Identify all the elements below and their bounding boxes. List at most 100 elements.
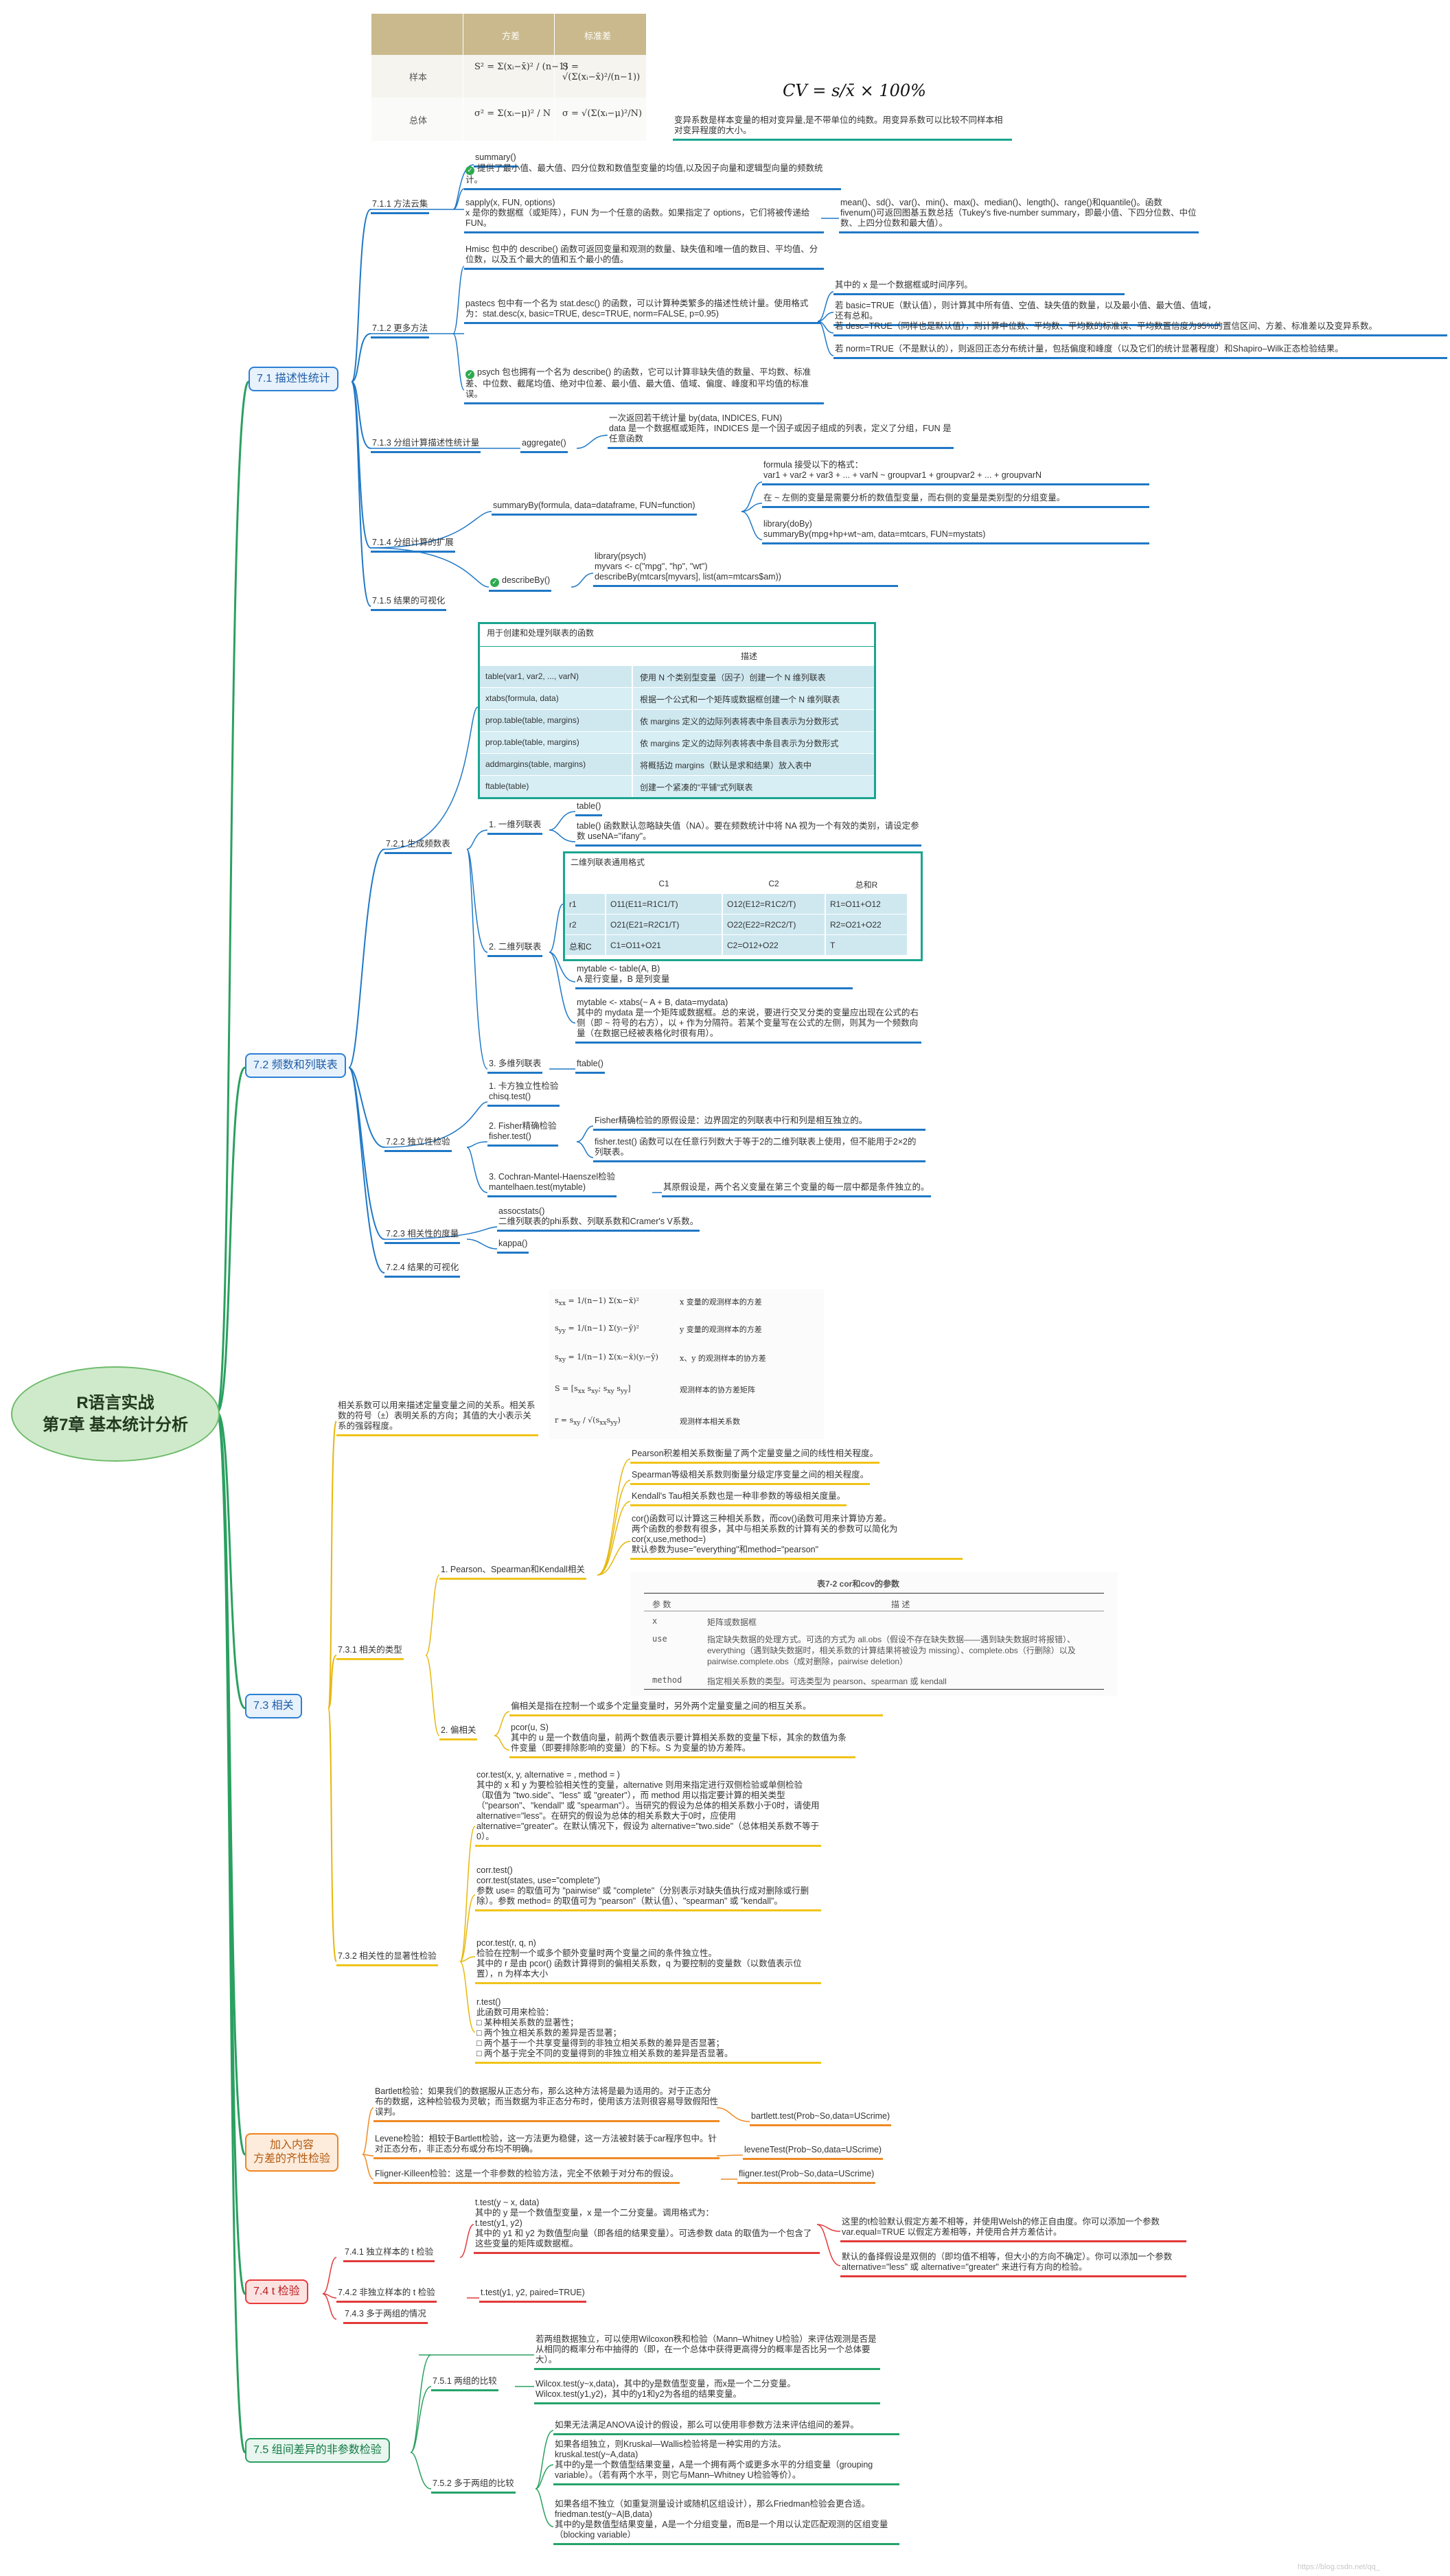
heading-7-1-1[interactable]: 7.1.1 方法云集 — [371, 199, 430, 214]
heading-pearson-spearman-kendall[interactable]: 1. Pearson、Spearman和Kendall相关 — [439, 1565, 586, 1580]
heading-2d-table[interactable]: 2. 二维列联表 — [487, 942, 543, 957]
node-cor-test: cor.test(x, y, alternative = , method = … — [475, 1770, 821, 1847]
cv-note: 变异系数是样本变量的相对变异量,是不带单位的纯数。用变异系数可以比较不同样本相对… — [673, 115, 1012, 141]
branch-homogeneity[interactable]: 加入内容 方差的齐性检验 — [245, 2133, 339, 2172]
args-method-desc: 指定相关系数的类型。可选类型为 pearson、spearman 或 kenda… — [707, 1677, 947, 1686]
heading-7-2-2[interactable]: 7.2.2 独立性检验 — [384, 1137, 452, 1152]
connector-line — [410, 2452, 432, 2489]
connector-line — [327, 1707, 337, 1962]
connector-line — [597, 1458, 631, 1576]
heading-7-1-4[interactable]: 7.1.4 分组计算的扩展 — [371, 538, 455, 553]
node-sapply[interactable]: sapply(x, FUN, options) x 是你的数据框（或矩阵），FU… — [464, 198, 824, 233]
node-stat-desc-x: 其中的 x 是一个数据框或时间序列。 — [833, 280, 1125, 295]
node-kruskal: 如果各组独立，则Kruskal—Wallis检验将是一种实用的方法。 krusk… — [553, 2439, 899, 2485]
twoway-cell: R1=O11+O12 — [826, 893, 908, 914]
root-node[interactable]: R语言实战 第7章 基本统计分析 — [11, 1366, 220, 1462]
connector-line — [741, 503, 763, 512]
node-kappa[interactable]: kappa() — [497, 1239, 529, 1254]
heading-7-1-3[interactable]: 7.1.3 分组计算描述性统计量 — [371, 438, 481, 453]
contingency-functions-table: 用于创建和处理列联表的函数 描述 table(var1, var2, ..., … — [478, 622, 876, 799]
check-icon: ✓ — [465, 166, 474, 175]
node-cor-cov: cor()函数可以计算这三种相关系数，而cov()函数可用来计算协方差。 两个函… — [630, 1514, 963, 1560]
heading-7-1-5[interactable]: 7.1.5 结果的可视化 — [371, 596, 447, 611]
node-fisher[interactable]: 2. Fisher精确检验 fisher.test() — [487, 1121, 558, 1147]
branch-7-4[interactable]: 7.4 t 检验 — [245, 2279, 308, 2304]
heading-partial-correlation[interactable]: 2. 偏相关 — [439, 1725, 478, 1740]
heading-7-2-4[interactable]: 7.2.4 结果的可视化 — [384, 1263, 461, 1278]
node-mytable: mytable <- table(A, B) A 是行变量，B 是列变量 — [575, 964, 853, 989]
branch-line — [351, 209, 371, 382]
args-use: use — [652, 1634, 667, 1644]
connector-line — [535, 2464, 554, 2489]
node-fligner: Fligner-Killeen检验：这是一个非参数的检验方法，完全不依赖于对分布… — [373, 2169, 680, 2184]
connector-line — [466, 1141, 488, 1148]
node-stat-desc[interactable]: pastecs 包中有一个名为 stat.desc() 的函数，可以计算种类繁多… — [464, 299, 820, 324]
branch-line — [348, 849, 385, 1068]
branch-7-2[interactable]: 7.2 频数和列联表 — [245, 1053, 346, 1078]
contingency-table-row: xtabs(formula, data)根据一个公式和一个矩阵或数据框创建一个 … — [480, 687, 874, 709]
contingency-table-function: addmargins(table, margins) — [480, 754, 633, 775]
heading-7-5-2[interactable]: 7.5.2 多于两组的比较 — [431, 2479, 516, 2494]
contingency-table-description: 依 margins 定义的边际列表将表中条目表示为分数形式 — [633, 710, 874, 731]
connector-line — [597, 1541, 631, 1576]
connector-line — [576, 435, 608, 449]
heading-7-1-2[interactable]: 7.1.2 更多方法 — [371, 323, 430, 338]
node-formula-sides: 在 ~ 左侧的变量是需要分析的数值型变量，而右侧的变量是类别型的分组变量。 — [762, 493, 1149, 508]
heading-7-2-3[interactable]: 7.2.3 相关性的度量 — [384, 1229, 461, 1244]
node-aggregate[interactable]: aggregate() — [520, 438, 568, 453]
heading-7-3-1[interactable]: 7.3.1 相关的类型 — [336, 1645, 404, 1660]
node-spearman: Spearman等级相关系数则衡量分级定序变量之间的相关程度。 — [630, 1470, 871, 1485]
heading-nd-table[interactable]: 3. 多维列联表 — [487, 1059, 543, 1074]
heading-7-4-3[interactable]: 7.4.3 多于两组的情况 — [343, 2309, 428, 2324]
node-chisq[interactable]: 1. 卡方独立性检验 chisq.test() — [487, 1081, 560, 1107]
heading-7-4-1[interactable]: 7.4.1 独立样本的 t 检验 — [343, 2247, 435, 2262]
node-summaryby[interactable]: summaryBy(formula, data=dataframe, FUN=f… — [492, 501, 697, 516]
branch-7-3[interactable]: 7.3 相关 — [245, 1694, 302, 1718]
connector-line — [494, 1735, 510, 1751]
node-stat-desc-norm: 若 norm=TRUE（不是默认的），则返回正态分布统计量，包括偏度和峰度（以及… — [833, 344, 1447, 359]
branch-line — [351, 381, 371, 607]
heading-7-3-2[interactable]: 7.3.2 相关性的显著性检验 — [336, 1951, 438, 1966]
connector-line — [817, 321, 834, 356]
node-friedman: 如果各组不独立（如重复测量设计或随机区组设计），那么Friedman检验会更合适… — [553, 2499, 899, 2545]
formula-note-3: x、y 的观测样本的协方差 — [680, 1354, 766, 1363]
node-levene: Levene检验：相较于Bartlett检验，这一方法更为稳健，这一方法被封装于… — [373, 2134, 720, 2159]
node-fligner-code: fligner.test(Prob~So,data=UScrime) — [737, 2169, 876, 2184]
twoway-cell: 总和C — [565, 934, 606, 955]
trunk-7-2 — [216, 1066, 246, 1414]
node-r-test: r.test() 此函数可用来检验： □ 某种相关系数的显著性； □ 两个独立相… — [475, 1997, 821, 2064]
twoway-cell: O11(E11=R1C1/T) — [606, 893, 723, 914]
table-title: 用于创建和处理列联表的函数 — [487, 628, 595, 638]
connector-line — [466, 849, 488, 1070]
check-icon: ✓ — [490, 578, 499, 587]
heading-7-5-1[interactable]: 7.5.1 两组的比较 — [431, 2376, 498, 2391]
connector-line — [549, 811, 576, 831]
node-summary[interactable]: summary() — [474, 152, 518, 168]
formula-note-4: 观测样本的协方差矩阵 — [680, 1385, 755, 1394]
connector-line — [741, 511, 763, 540]
heading-1d-table[interactable]: 1. 一维列联表 — [487, 820, 543, 835]
contingency-table-row: ftable(table)创建一个紧凑的"平铺"式列联表 — [480, 775, 874, 797]
node-ftable[interactable]: ftable() — [575, 1059, 605, 1074]
connector-line — [459, 1956, 476, 1962]
branch-7-5[interactable]: 7.5 组间差异的非参数检验 — [245, 2438, 390, 2463]
connector-line — [459, 1961, 476, 2033]
connector-line — [452, 188, 465, 210]
twoway-cell: R2=O21+O22 — [826, 914, 908, 934]
node-assocstats[interactable]: assocstats() 二维列联表的phi系数、列联系数和Cramer's V… — [497, 1206, 700, 1232]
connector-line — [362, 2154, 374, 2157]
contingency-table-description: 将概括边 margins（默认是求和结果）放入表中 — [633, 754, 874, 775]
branch-7-1[interactable]: 7.1 描述性统计 — [249, 367, 338, 391]
heading-7-4-2[interactable]: 7.4.2 非独立样本的 t 检验 — [336, 2288, 437, 2303]
branch-line — [348, 1067, 385, 1274]
root-title: R语言实战 — [76, 1393, 154, 1412]
node-table-fn[interactable]: table() — [575, 801, 603, 816]
heading-7-2-1[interactable]: 7.2.1 生成频数表 — [384, 839, 452, 854]
connector-line — [452, 333, 465, 391]
twoway-cell: O12(E12=R1C2/T) — [723, 893, 826, 914]
node-describeby[interactable]: ✓describeBy() — [489, 575, 552, 592]
connector-line — [322, 2257, 337, 2295]
node-cmh[interactable]: 3. Cochran-Mantel-Haenszel检验 mantelhaen.… — [487, 1172, 617, 1197]
